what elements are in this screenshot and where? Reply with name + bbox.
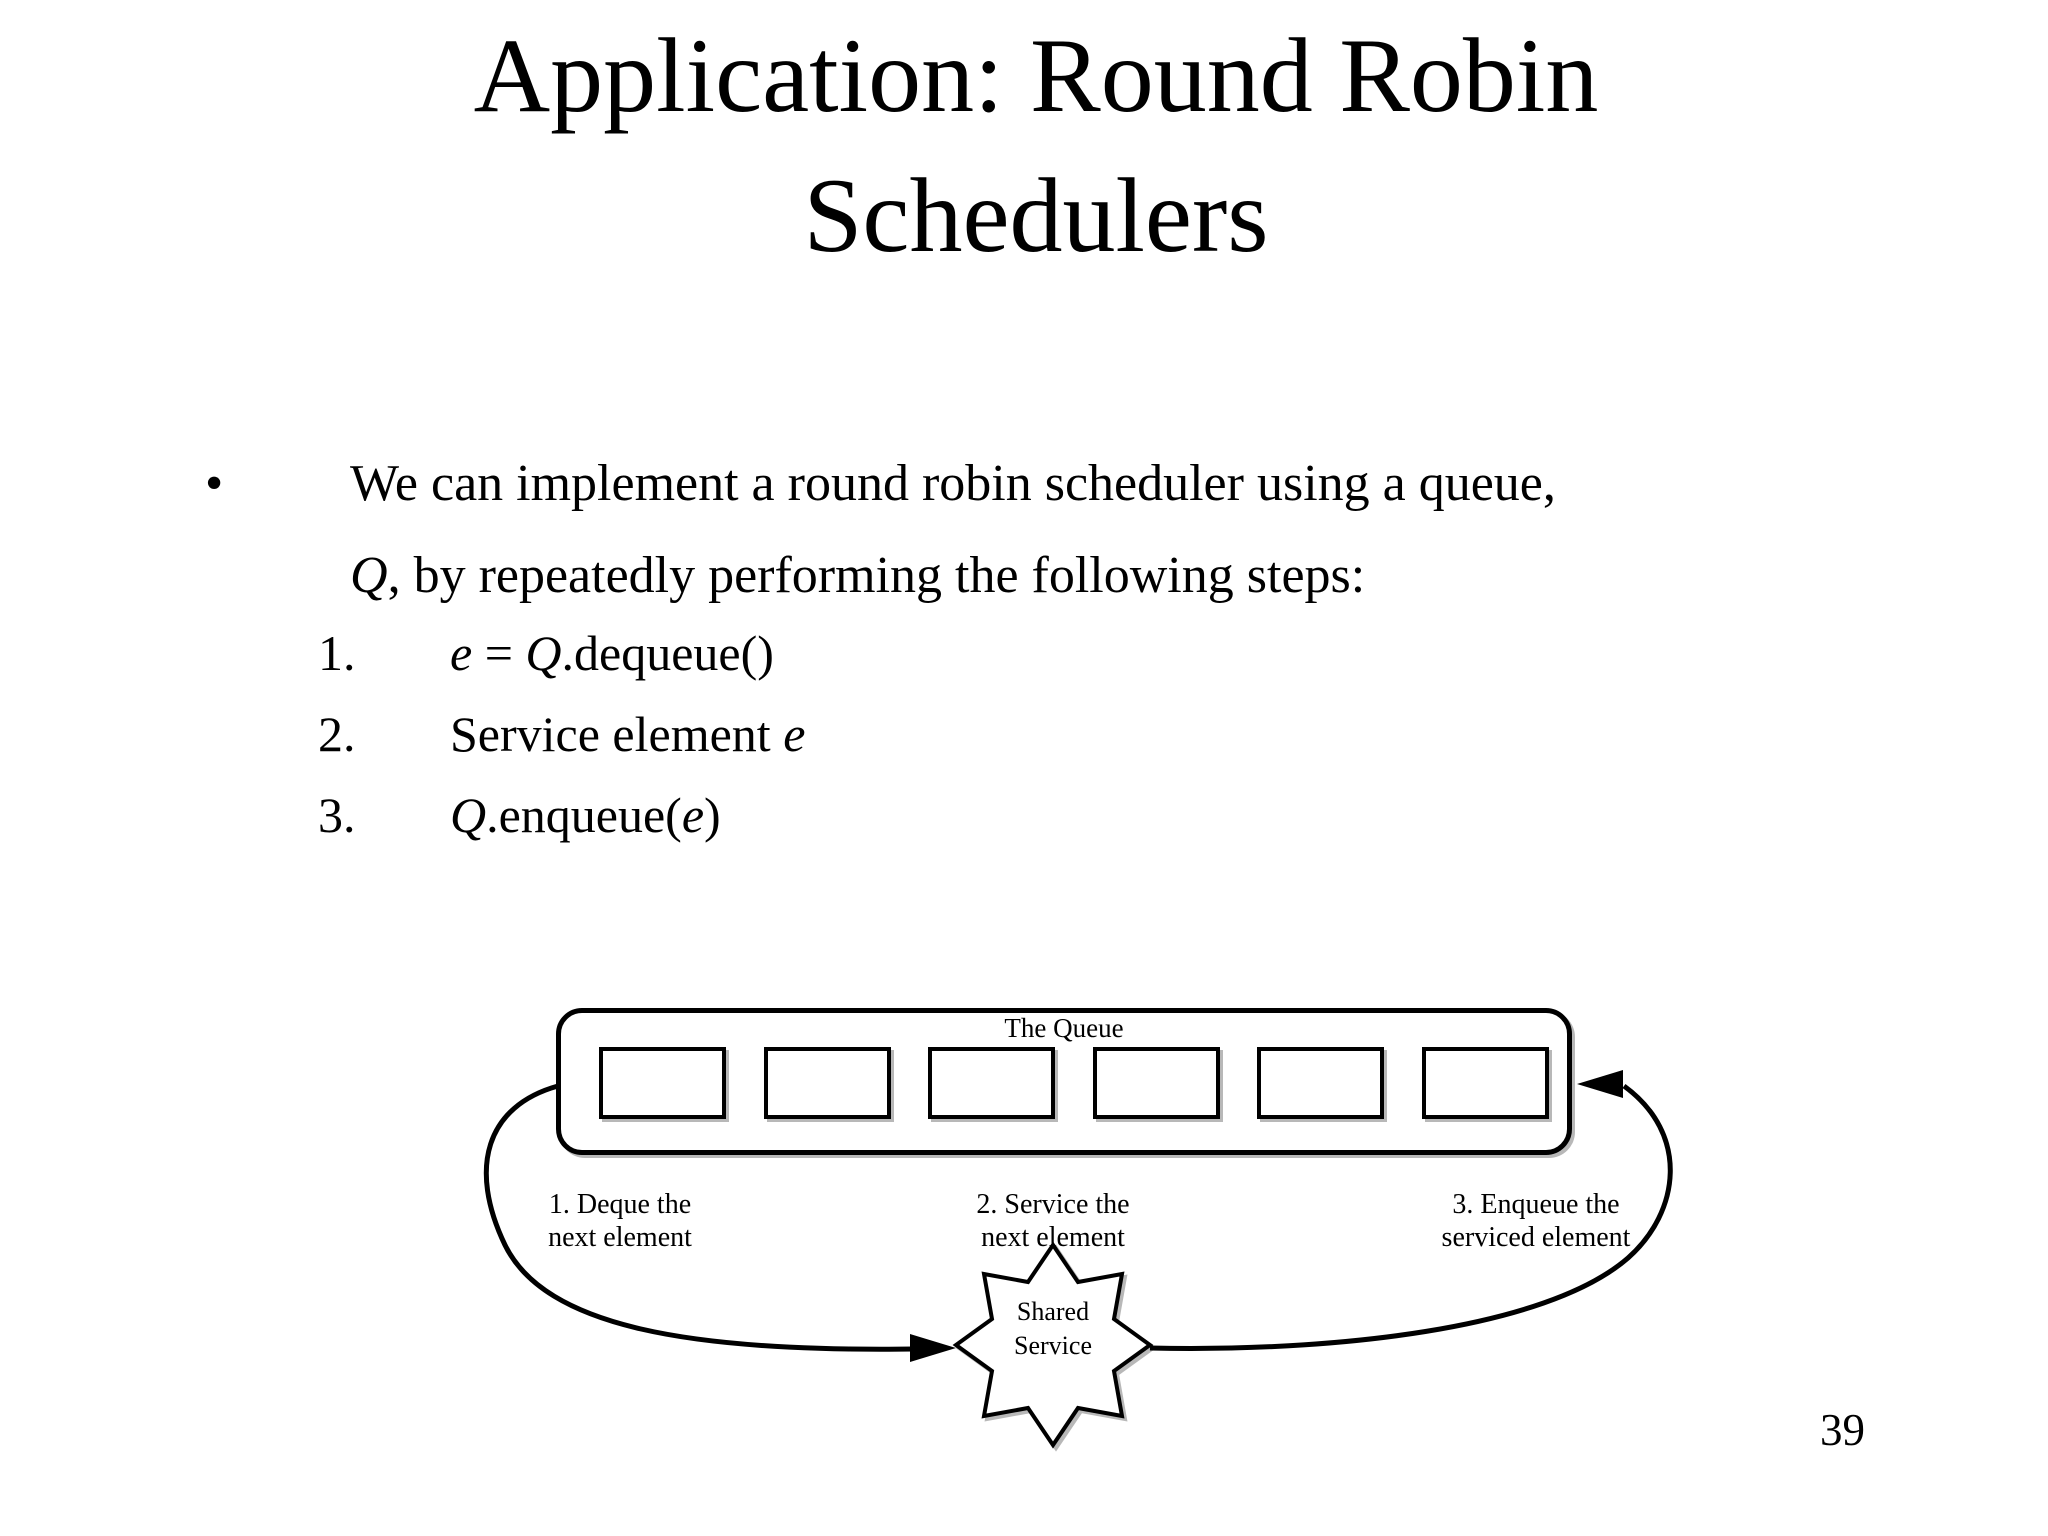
step-number: 1. — [318, 625, 356, 681]
enqueue-arrowhead — [1577, 1070, 1623, 1098]
queue-cell — [1257, 1047, 1384, 1119]
page-number: 39 — [1820, 1405, 1865, 1455]
queue-cell — [1422, 1047, 1549, 1119]
diagram-step-label-2: 2. Service the next element — [923, 1188, 1183, 1254]
queue-cell — [1093, 1047, 1220, 1119]
queue-cell — [764, 1047, 891, 1119]
bullet-marker: • — [205, 455, 224, 512]
slide-title-line-1: Application: Round Robin — [473, 17, 1599, 134]
slide-title: Application: Round Robin Schedulers — [24, 6, 2048, 286]
diagram-step-label-line: 2. Service the — [976, 1189, 1130, 1220]
step-text: Service element e — [450, 706, 806, 762]
shared-service-label: Shared Service — [963, 1295, 1143, 1363]
step-item-1: 1. e = Q.dequeue() — [0, 622, 2048, 686]
step-text: Q.enqueue(e) — [450, 787, 721, 843]
step-number: 2. — [318, 706, 356, 762]
diagram-step-label-line: 1. Deque the — [548, 1189, 692, 1220]
diagram-step-label-line: next element — [981, 1222, 1125, 1253]
diagram-step-label-line: serviced element — [1441, 1222, 1631, 1253]
shared-service-label-line: Service — [1014, 1331, 1092, 1360]
dequeue-arrowhead — [910, 1334, 956, 1362]
shared-service-label-line: Shared — [1016, 1297, 1090, 1326]
bullet-text: We can implement a round robin scheduler… — [350, 455, 1556, 604]
step-item-2: 2. Service element e — [0, 703, 2048, 767]
diagram-step-label-line: next element — [548, 1222, 692, 1253]
step-item-3: 3. Q.enqueue(e) — [0, 784, 2048, 848]
diagram-step-label-line: 3. Enqueue the — [1452, 1189, 1620, 1220]
queue-label: The Queue — [1004, 1013, 1124, 1043]
step-text: e = Q.dequeue() — [450, 625, 774, 681]
step-number: 3. — [318, 787, 356, 843]
diagram-step-label-1: 1. Deque the next element — [490, 1188, 750, 1254]
queue-cell — [928, 1047, 1055, 1119]
queue-cell — [599, 1047, 726, 1119]
slide-title-line-2: Schedulers — [803, 157, 1269, 274]
diagram-step-label-3: 3. Enqueue the serviced element — [1396, 1188, 1676, 1254]
